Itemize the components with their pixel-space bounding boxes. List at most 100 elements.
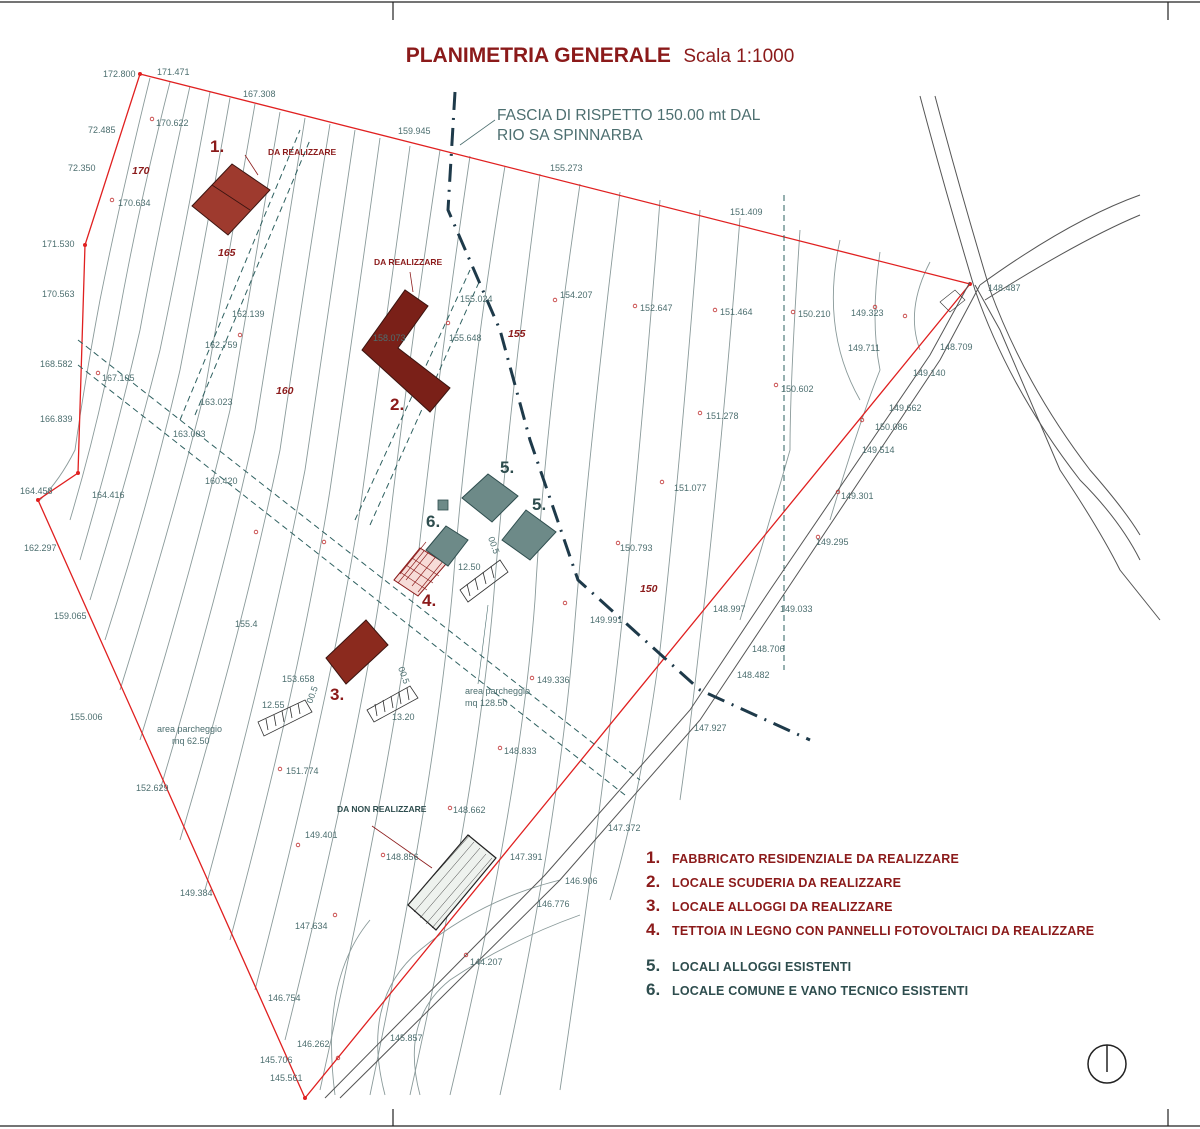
legend-num: 6. bbox=[646, 980, 661, 999]
legend-num: 2. bbox=[646, 872, 661, 891]
elevation-label: 162.297 bbox=[24, 543, 57, 553]
legend-num: 3. bbox=[646, 896, 661, 915]
elevation-label: 149.991 bbox=[590, 615, 623, 625]
legend-item-2: 2. LOCALE SCUDERIA DA REALIZZARE bbox=[646, 872, 1094, 896]
building-6-annex bbox=[437, 499, 449, 511]
elevation-label: 160.420 bbox=[205, 476, 238, 486]
elevation-label: 164.416 bbox=[92, 490, 125, 500]
elevation-label: 150.602 bbox=[781, 384, 814, 394]
legend-text: LOCALE COMUNE E VANO TECNICO ESISTENTI bbox=[672, 984, 969, 998]
legend-item-5: 5. LOCALI ALLOGGI ESISTENTI bbox=[646, 956, 1094, 980]
elevation-label: 146.754 bbox=[268, 993, 301, 1003]
parking-2-label: area parcheggio bbox=[465, 686, 530, 696]
crossroad-marker bbox=[939, 289, 966, 313]
elevation-label: 149.295 bbox=[816, 537, 849, 547]
elevation-label: 148.662 bbox=[453, 805, 486, 815]
legend-text: LOCALI ALLOGGI ESISTENTI bbox=[672, 960, 852, 974]
elevation-label: 151.774 bbox=[286, 766, 319, 776]
elevation-label: 158.073 bbox=[373, 333, 406, 343]
elevation-label: 152.629 bbox=[136, 783, 169, 793]
elevation-label: 147.927 bbox=[694, 723, 727, 733]
contour-label-155: 155 bbox=[508, 328, 526, 340]
fascia-rispetto-label: FASCIA DI RISPETTO 150.00 mt DAL RIO SA … bbox=[497, 106, 760, 146]
elevation-label: 149.662 bbox=[889, 403, 922, 413]
building-3 bbox=[325, 619, 389, 685]
legend-num: 5. bbox=[646, 956, 661, 975]
elevation-label: 149.401 bbox=[305, 830, 338, 840]
elevation-label: 170.634 bbox=[118, 198, 151, 208]
legend-item-6: 6. LOCALE COMUNE E VANO TECNICO ESISTENT… bbox=[646, 980, 1094, 1004]
parking-1-area: mq 62.50 bbox=[172, 736, 210, 746]
elevation-label: 170.622 bbox=[156, 118, 189, 128]
title-main: PLANIMETRIA GENERALE bbox=[405, 44, 671, 67]
building-5a bbox=[461, 473, 519, 523]
fascia-line-2: RIO SA SPINNARBA bbox=[497, 127, 643, 144]
elevation-label: 159.945 bbox=[398, 126, 431, 136]
elevation-label: 144.207 bbox=[470, 957, 503, 967]
elevation-label: 155.4 bbox=[235, 619, 258, 629]
elevation-label: 149.323 bbox=[851, 308, 884, 318]
building-6 bbox=[425, 525, 469, 567]
contour-label-170: 170 bbox=[132, 165, 150, 177]
elevation-label: 148.709 bbox=[940, 342, 973, 352]
elevation-label: 151.409 bbox=[730, 207, 763, 217]
legend-num: 4. bbox=[646, 920, 661, 939]
elevation-label: 146.776 bbox=[537, 899, 570, 909]
legend-text: TETTOIA IN LEGNO CON PANNELLI FOTOVOLTAI… bbox=[672, 924, 1095, 938]
legend-num: 1. bbox=[646, 848, 661, 867]
elevation-label: 150.086 bbox=[875, 422, 908, 432]
building-5b bbox=[501, 509, 557, 561]
building-non-realizzare bbox=[371, 825, 497, 931]
building-4 bbox=[393, 541, 447, 597]
elevation-label: 159.065 bbox=[54, 611, 87, 621]
page-title: PLANIMETRIA GENERALE Scala 1:1000 bbox=[0, 44, 1200, 68]
elevation-label: 72.350 bbox=[68, 163, 96, 173]
elevation-label: 150.793 bbox=[620, 543, 653, 553]
contour-label-165: 165 bbox=[218, 247, 236, 259]
elevation-label: 172.800 bbox=[103, 69, 136, 79]
building-3-number: 3. bbox=[330, 685, 344, 704]
elevation-label: 146.906 bbox=[565, 876, 598, 886]
building-6-number: 6. bbox=[426, 512, 440, 531]
fascia-line-1: FASCIA DI RISPETTO 150.00 mt DAL bbox=[497, 107, 761, 124]
parking-1-width: 12.55 bbox=[262, 700, 285, 710]
elevation-label: 149.336 bbox=[537, 675, 570, 685]
north-arrow-icon bbox=[1087, 1044, 1127, 1084]
building-1 bbox=[191, 154, 271, 236]
legend-item-1: 1. FABBRICATO RESIDENZIALE DA REALIZZARE bbox=[646, 848, 1094, 872]
elevation-label: 155.006 bbox=[70, 712, 103, 722]
legend: 1. FABBRICATO RESIDENZIALE DA REALIZZARE… bbox=[646, 848, 1094, 1004]
elevation-label: 147.372 bbox=[608, 823, 641, 833]
elevation-label: 151.077 bbox=[674, 483, 707, 493]
elevation-label: 145.857 bbox=[390, 1033, 423, 1043]
building-1-number: 1. bbox=[210, 137, 224, 156]
parking-2-depth: 00.5 bbox=[396, 665, 411, 685]
elevation-label: 155.648 bbox=[449, 333, 482, 343]
elevation-label: 72.485 bbox=[88, 125, 116, 135]
elevation-label: 162.759 bbox=[205, 340, 238, 350]
elevation-label: 148.856 bbox=[386, 852, 419, 862]
elevation-label: 151.278 bbox=[706, 411, 739, 421]
elevation-label: 164.458 bbox=[20, 486, 53, 496]
elevation-label: 148.482 bbox=[737, 670, 770, 680]
parking-area-1 bbox=[257, 699, 313, 737]
building-5b-number: 5. bbox=[532, 495, 546, 514]
elevation-label: 153.658 bbox=[282, 674, 315, 684]
fascia-rispetto-line bbox=[446, 91, 811, 742]
parking-3-width: 12.50 bbox=[458, 562, 481, 572]
elevation-label: 171.530 bbox=[42, 239, 75, 249]
elevation-label: 147.391 bbox=[510, 852, 543, 862]
legend-item-4: 4. TETTOIA IN LEGNO CON PANNELLI FOTOVOL… bbox=[646, 920, 1094, 944]
elevation-label: 168.582 bbox=[40, 359, 73, 369]
elevation-label: 152.647 bbox=[640, 303, 673, 313]
elevation-label: 148.487 bbox=[988, 283, 1021, 293]
legend-gap bbox=[646, 944, 1094, 956]
building-4-number: 4. bbox=[422, 591, 436, 610]
spot-markers bbox=[95, 116, 908, 1061]
crossroad bbox=[919, 95, 1161, 621]
elevation-label: 163.023 bbox=[200, 397, 233, 407]
boundary-vertices bbox=[36, 72, 972, 1100]
building-2-status: DA REALIZZARE bbox=[374, 257, 442, 267]
